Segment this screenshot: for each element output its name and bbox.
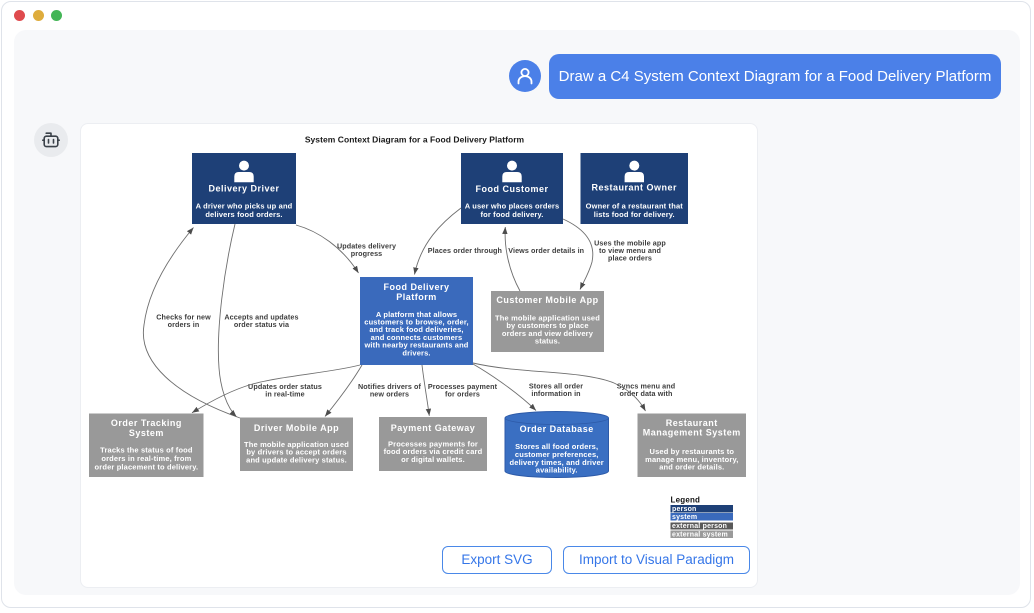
svg-text:Processes payment: Processes payment: [428, 382, 498, 391]
svg-text:Management System: Management System: [643, 427, 741, 437]
svg-text:order status via: order status via: [234, 320, 290, 329]
svg-text:and connects customers: and connects customers: [371, 333, 463, 342]
svg-text:in real-time: in real-time: [265, 390, 305, 399]
svg-text:with nearby restaurants and: with nearby restaurants and: [363, 341, 468, 350]
svg-text:for orders: for orders: [445, 390, 480, 399]
svg-text:A platform that allows: A platform that allows: [376, 310, 457, 319]
svg-text:Owner of a restaurant that: Owner of a restaurant that: [586, 201, 684, 210]
svg-text:Tracks the status of food: Tracks the status of food: [100, 446, 193, 455]
svg-text:to view menu and: to view menu and: [599, 246, 661, 255]
svg-text:food orders via credit card: food orders via credit card: [384, 447, 483, 456]
svg-text:Food Delivery: Food Delivery: [383, 282, 449, 292]
svg-text:orders in real-time, from: orders in real-time, from: [101, 454, 191, 463]
svg-text:delivery times, and driver: delivery times, and driver: [510, 458, 604, 467]
svg-text:System Context Diagram for a F: System Context Diagram for a Food Delive…: [305, 135, 525, 145]
svg-text:delivers food orders.: delivers food orders.: [205, 210, 282, 219]
svg-text:and track food deliveries,: and track food deliveries,: [369, 325, 463, 334]
svg-text:Notifies drivers of: Notifies drivers of: [358, 382, 422, 391]
svg-text:order placement to delivery.: order placement to delivery.: [95, 463, 199, 472]
svg-text:Driver Mobile App: Driver Mobile App: [254, 423, 339, 433]
svg-text:orders in: orders in: [168, 320, 200, 329]
svg-text:Stores all order: Stores all order: [529, 382, 583, 391]
svg-text:Order Database: Order Database: [520, 424, 594, 434]
svg-text:orders and view delivery: orders and view delivery: [502, 329, 594, 338]
svg-text:information in: information in: [531, 389, 580, 398]
svg-text:Updates order status: Updates order status: [248, 382, 322, 391]
svg-text:order data with: order data with: [619, 389, 672, 398]
svg-text:Checks for new: Checks for new: [156, 313, 211, 322]
svg-text:Uses the mobile app: Uses the mobile app: [594, 239, 666, 248]
svg-text:Legend: Legend: [671, 496, 701, 505]
svg-text:progress: progress: [351, 249, 383, 258]
svg-text:manage menu, inventory,: manage menu, inventory,: [645, 455, 738, 464]
svg-text:Updates delivery: Updates delivery: [337, 242, 396, 251]
svg-text:Payment Gateway: Payment Gateway: [391, 423, 476, 433]
svg-text:A user who places orders: A user who places orders: [465, 201, 560, 210]
svg-text:and order details.: and order details.: [659, 463, 724, 472]
svg-text:drivers.: drivers.: [402, 348, 430, 357]
svg-text:external system: external system: [672, 532, 728, 539]
svg-text:system: system: [672, 514, 697, 521]
svg-text:Syncs menu and: Syncs menu and: [617, 382, 676, 391]
svg-text:Accepts and updates: Accepts and updates: [224, 313, 298, 322]
svg-text:Restaurant Owner: Restaurant Owner: [592, 183, 678, 193]
svg-text:Delivery Driver: Delivery Driver: [208, 183, 279, 193]
svg-text:lists food for delivery.: lists food for delivery.: [594, 210, 675, 219]
svg-text:for food delivery.: for food delivery.: [481, 210, 544, 219]
svg-text:Order Tracking: Order Tracking: [111, 418, 182, 428]
svg-text:Stores all food orders,: Stores all food orders,: [515, 442, 598, 451]
svg-text:System: System: [129, 428, 164, 438]
svg-text:place orders: place orders: [608, 254, 652, 263]
svg-text:new orders: new orders: [370, 390, 409, 399]
svg-text:Used by restaurants to: Used by restaurants to: [650, 447, 735, 456]
svg-text:or digital wallets.: or digital wallets.: [401, 455, 465, 464]
svg-text:customer preferences,: customer preferences,: [515, 450, 599, 459]
svg-text:and update delivery status.: and update delivery status.: [246, 455, 347, 464]
svg-text:Customer Mobile App: Customer Mobile App: [496, 295, 598, 305]
svg-text:Food Customer: Food Customer: [476, 184, 549, 194]
svg-text:Views order details in: Views order details in: [508, 246, 584, 255]
svg-text:availability.: availability.: [536, 466, 578, 475]
svg-text:Processes payments for: Processes payments for: [388, 439, 478, 448]
svg-text:external person: external person: [672, 523, 727, 530]
svg-text:The mobile application used: The mobile application used: [244, 440, 349, 449]
svg-text:customers to browse, order,: customers to browse, order,: [364, 318, 469, 327]
svg-text:Restaurant: Restaurant: [666, 418, 718, 428]
svg-text:by customers to place: by customers to place: [506, 321, 588, 330]
svg-text:The mobile application used: The mobile application used: [495, 313, 600, 322]
svg-text:by drivers to accept orders: by drivers to accept orders: [246, 448, 346, 457]
svg-text:status.: status.: [535, 337, 560, 346]
svg-text:A driver who picks up and: A driver who picks up and: [196, 201, 293, 210]
svg-text:Places order through: Places order through: [428, 246, 502, 255]
svg-text:Platform: Platform: [396, 292, 437, 302]
svg-text:person: person: [672, 506, 697, 513]
